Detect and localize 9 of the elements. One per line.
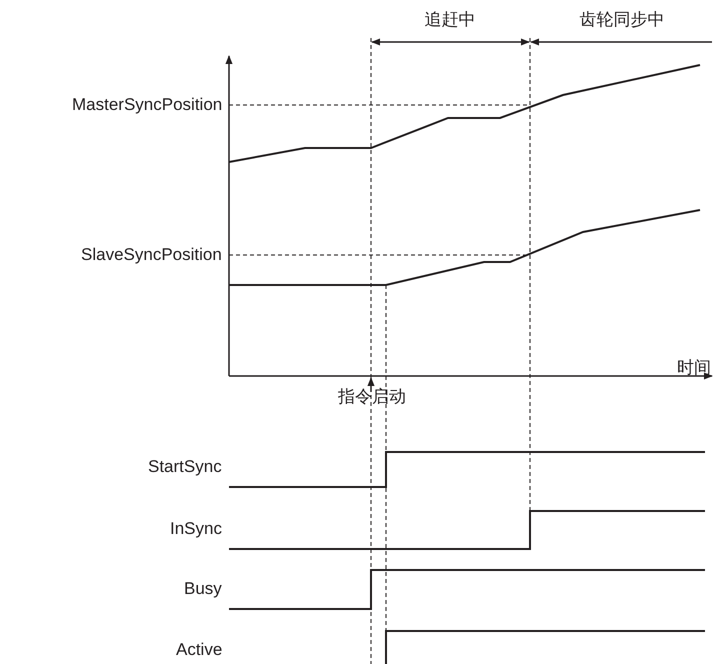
- phase-label: 齿轮同步中: [580, 10, 664, 30]
- position-label: MasterSyncPosition: [72, 95, 222, 115]
- signal-label: InSync: [170, 519, 222, 539]
- time-axis-label: 时间: [677, 358, 711, 378]
- signal-label: Active: [176, 640, 222, 660]
- position-label: SlaveSyncPosition: [81, 245, 222, 265]
- phase-label: 追赶中: [424, 10, 476, 30]
- signal-label: Busy: [184, 579, 222, 599]
- signal-label: StartSync: [148, 457, 222, 477]
